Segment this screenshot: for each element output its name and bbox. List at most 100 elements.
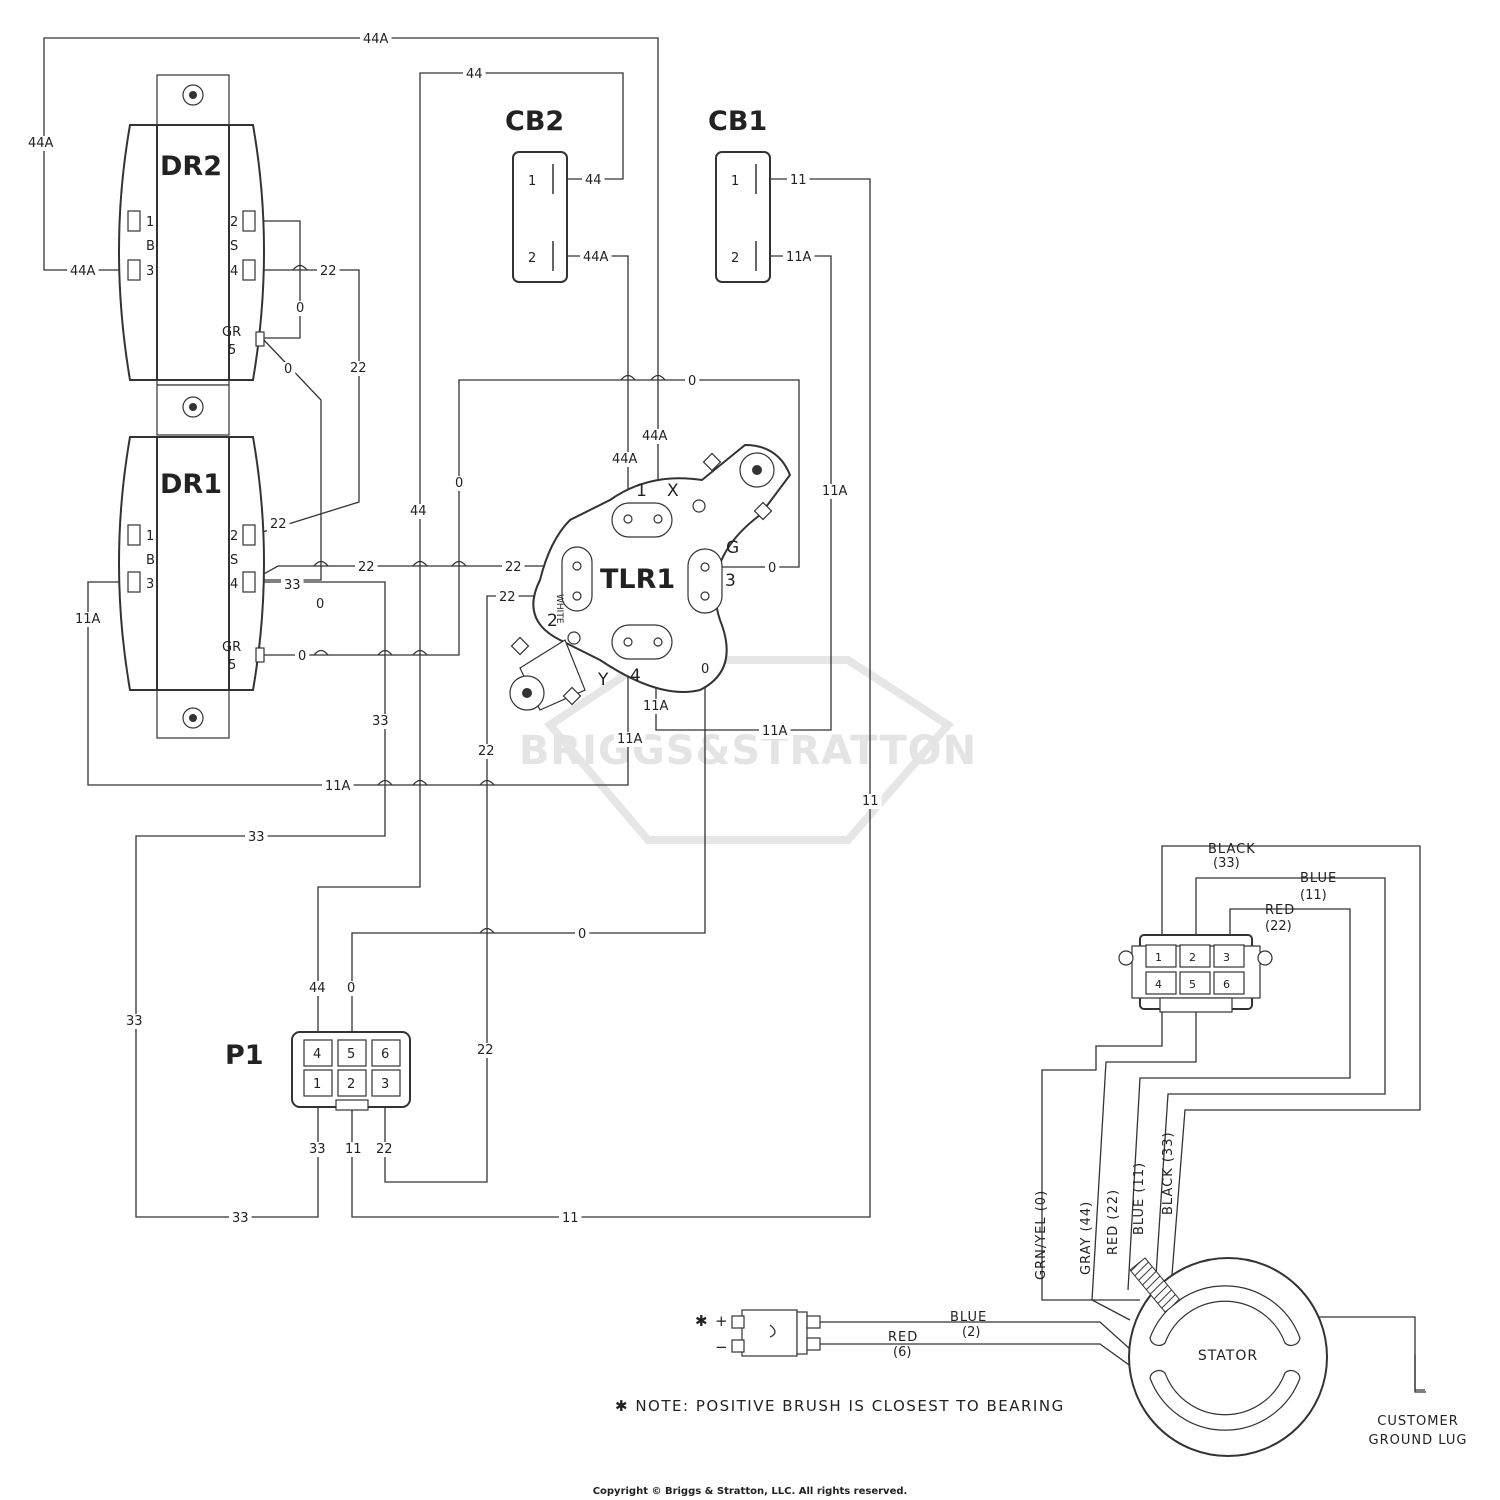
wire-label-mask bbox=[313, 597, 328, 612]
wire-label: 33 bbox=[232, 1211, 249, 1226]
wire-label: 22 bbox=[478, 744, 495, 759]
wire-label: 22 bbox=[505, 560, 522, 575]
wire-label: 44 bbox=[585, 173, 602, 188]
dr1-pin-s: S bbox=[230, 553, 238, 568]
wire-label-mask bbox=[369, 714, 392, 729]
tlr1-term-3: 3 bbox=[725, 571, 736, 591]
cb2-label: CB2 bbox=[505, 106, 564, 137]
dr2-pin-b: B bbox=[146, 239, 155, 254]
tlr1-label: TLR1 bbox=[600, 564, 675, 595]
wire-label: 44A bbox=[70, 264, 96, 279]
dr2-pin-3: 3 bbox=[146, 264, 154, 279]
wire-label-mask bbox=[229, 1211, 252, 1226]
wire-label: 33 bbox=[284, 578, 301, 593]
wire-label-mask bbox=[575, 927, 590, 942]
brush-red-label: RED bbox=[888, 1330, 918, 1345]
wire-label-mask bbox=[293, 301, 308, 316]
wire-label: 0 bbox=[284, 362, 292, 377]
wire-label-mask bbox=[245, 830, 268, 845]
dr2-pin-s: S bbox=[230, 239, 238, 254]
wire-label-mask bbox=[502, 560, 525, 575]
wire-label: 0 bbox=[688, 374, 696, 389]
wire-label: 11A bbox=[617, 732, 643, 747]
wire-label: 22 bbox=[477, 1043, 494, 1058]
tlr1-term-2: 2 bbox=[547, 611, 558, 631]
dr1-pin-3: 3 bbox=[146, 577, 154, 592]
wire-label-mask bbox=[582, 173, 605, 188]
dr2-pin-gr: GR bbox=[222, 325, 241, 340]
wire-label-mask bbox=[559, 1211, 582, 1226]
tlr1-white-label: WHITE bbox=[554, 594, 564, 624]
wire-label-mask bbox=[342, 1142, 365, 1157]
wire-label: 33 bbox=[248, 830, 265, 845]
harness-pin-5: 5 bbox=[1189, 978, 1196, 991]
wire-label: 11A bbox=[762, 724, 788, 739]
wire-label: 11A bbox=[75, 612, 101, 627]
wire-label-mask bbox=[452, 476, 467, 491]
dr2-pin-1: 1 bbox=[146, 215, 154, 230]
cb1-label: CB1 bbox=[708, 106, 767, 137]
wire-label-mask bbox=[685, 374, 700, 389]
dr1-pin-4: 4 bbox=[230, 577, 238, 592]
wire-label-mask bbox=[496, 590, 519, 605]
harness-blue-label: BLUE bbox=[1300, 871, 1337, 886]
cb2-component: CB2 1 2 bbox=[505, 106, 568, 283]
dr2-pin-2: 2 bbox=[230, 215, 238, 230]
wire-label-mask bbox=[281, 578, 304, 593]
brush-plus: + bbox=[715, 1312, 728, 1330]
tlr1-term-4: 4 bbox=[630, 666, 641, 686]
brush-blue-number: (2) bbox=[962, 1325, 980, 1340]
wire-label: 44 bbox=[466, 67, 483, 82]
harness-grn-yel-label: GRN/YEL (0) bbox=[1034, 1190, 1049, 1280]
wire-label: 44A bbox=[363, 32, 389, 47]
harness-blue11-label: BLUE (11) bbox=[1132, 1162, 1147, 1235]
dr1-pin-b: B bbox=[146, 553, 155, 568]
harness-pin-4: 4 bbox=[1155, 978, 1162, 991]
ground-lug-line1: CUSTOMER bbox=[1377, 1414, 1458, 1429]
harness-red22-label: RED (22) bbox=[1106, 1189, 1121, 1255]
wire-label: 0 bbox=[298, 649, 306, 664]
wire-label: 44A bbox=[583, 250, 609, 265]
wire-label-mask bbox=[322, 779, 354, 794]
harness-connector: 1 2 3 4 5 6 bbox=[1118, 934, 1273, 1013]
p1-pin-1: 1 bbox=[313, 1077, 321, 1092]
dr1-component: DR1 1 B 3 2 S 4 GR 5 bbox=[118, 436, 265, 739]
wire-label-mask bbox=[859, 794, 882, 809]
harness-gray-label: GRAY (44) bbox=[1079, 1201, 1094, 1275]
wire-label: 44 bbox=[309, 981, 326, 996]
tlr1-term-y: Y bbox=[597, 670, 609, 690]
tlr1-component: TLR1 1 X G 3 2 WHITE Y 4 bbox=[509, 443, 792, 711]
wire-label: 44A bbox=[612, 452, 638, 467]
dr1-pin-5: 5 bbox=[228, 658, 236, 673]
harness-pin-6: 6 bbox=[1223, 978, 1230, 991]
wire-label: 11A bbox=[325, 779, 351, 794]
wire-crossings bbox=[292, 264, 666, 934]
cb1-pin-1: 1 bbox=[731, 174, 739, 189]
wire-label: 0 bbox=[701, 662, 709, 677]
wire-label: 22 bbox=[350, 361, 367, 376]
wire-label: 11 bbox=[862, 794, 879, 809]
wire-label: 11A bbox=[822, 484, 848, 499]
cb1-pin-2: 2 bbox=[731, 251, 739, 266]
wire-label: 0 bbox=[768, 561, 776, 576]
wire-label-mask bbox=[475, 744, 498, 759]
wire-label-mask bbox=[306, 981, 329, 996]
wire-label-mask bbox=[123, 1014, 146, 1029]
wire-label-mask bbox=[72, 612, 104, 627]
p1-component: P1 4 5 6 1 2 3 bbox=[225, 1031, 411, 1111]
wire-label-mask bbox=[25, 136, 57, 151]
wire-label: 0 bbox=[316, 597, 324, 612]
dr1-pin-1: 1 bbox=[146, 529, 154, 544]
wire-label-mask bbox=[373, 1142, 396, 1157]
wire-label-mask bbox=[639, 429, 671, 444]
wire-label: 22 bbox=[358, 560, 375, 575]
wire-label-mask bbox=[783, 250, 815, 265]
harness-pin-2: 2 bbox=[1189, 951, 1196, 964]
harness-red-label: RED bbox=[1265, 903, 1295, 918]
cb2-pin-1: 1 bbox=[528, 174, 536, 189]
wire-label: 0 bbox=[578, 927, 586, 942]
wire-label: 11A bbox=[786, 250, 812, 265]
wire-label: 0 bbox=[347, 981, 355, 996]
wire-label-mask bbox=[355, 560, 378, 575]
wire-label: 44A bbox=[28, 136, 54, 151]
